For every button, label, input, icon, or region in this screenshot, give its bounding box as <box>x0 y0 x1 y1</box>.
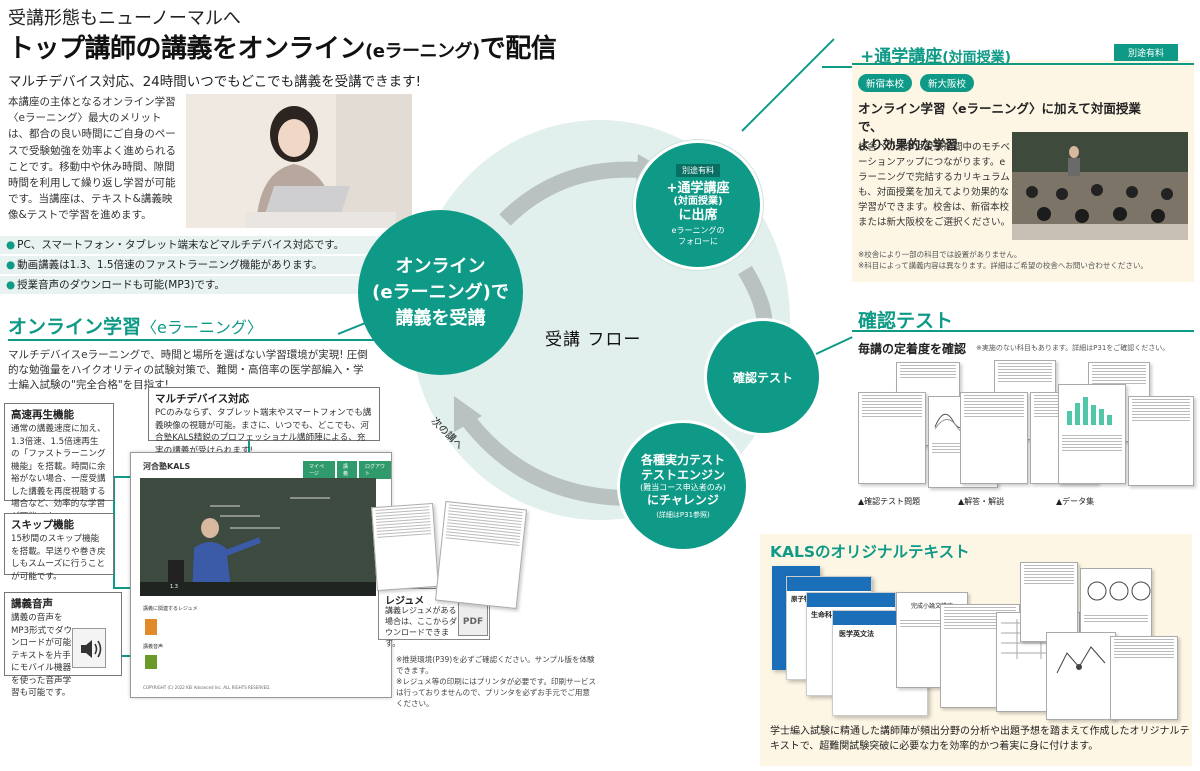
class-body: 校舎への通学は受験期間中のモチベーションアップにつながります。eラーニングで完結… <box>858 142 1011 228</box>
campus-tag-shinjuku: 新宿本校 <box>858 74 913 92</box>
flow-label: 受講 フロー <box>545 330 642 350</box>
connector-line <box>113 476 143 478</box>
section-divider <box>852 63 1194 65</box>
test-heading: 毎講の定着度を確認 <box>858 342 967 356</box>
connector-line <box>815 336 853 355</box>
speed-value[interactable]: 1.3 <box>170 584 178 590</box>
page-subtitle: 受講形態もニューノーマルへ <box>8 8 241 29</box>
feature-bullets: ●PC、スマートフォン・タブレット端末などマルチデバイス対応です。 ●動画講義は… <box>0 236 410 296</box>
connector-line <box>822 66 854 68</box>
screen-copyright: COPYRIGHT (C) 2022 KEI Advanced Inc. ALL… <box>143 685 271 690</box>
connector-line <box>113 476 115 588</box>
text-document <box>1110 636 1178 720</box>
online-description: マルチデバイスeラーニングで、時間と場所を選ばない学習環境が実現! 圧倒的な勉強… <box>8 349 368 391</box>
connector-line <box>741 38 835 132</box>
flow-node-online: オンライン (eラーニング)で 講義を受講 <box>358 210 523 375</box>
feature-speed: 高速再生機能 通常の講義速度に加え、1.3倍速、1.5倍速再生の「ファストラーニ… <box>4 403 114 522</box>
campus-tags: 新宿本校 新大阪校 <box>858 74 975 92</box>
page-title: トップ講師の講義をオンライン(eラーニング)で配信 <box>8 34 557 64</box>
pdf-download-icon[interactable] <box>145 619 157 635</box>
section-divider <box>852 330 1194 332</box>
test-document <box>858 392 926 484</box>
connector-line <box>337 321 367 335</box>
lecture-video-player[interactable]: 1.3 <box>140 478 376 596</box>
text-panel-title: KALSのオリジナルテキスト <box>770 543 970 561</box>
data-caption: ▲データ集 <box>1056 497 1095 506</box>
feature-audio: 講義音声 講義の音声をMP3形式でダウンロードが可能!テキストを片手にモバイル機… <box>4 592 122 698</box>
section-divider <box>8 339 408 341</box>
resume-label: 講義に関連するレジュメ <box>143 606 198 612</box>
flow-node-class: 別途有料 +通学講座 (対面授業) に出席 eラーニングの フォローに <box>633 140 763 270</box>
screen-tabs: マイページ 講義 ログアウト <box>303 461 391 479</box>
text-document <box>1020 562 1078 642</box>
bullet-item: ●動画講義は1.3、1.5倍速のファストラーニング機能があります。 <box>0 256 410 274</box>
bullet-item: ●授業音声のダウンロードも可能(MP3)です。 <box>0 276 410 294</box>
tab-mypage[interactable]: マイページ <box>303 461 335 479</box>
tab-lecture[interactable]: 講義 <box>336 461 357 479</box>
test-title: 確認テスト <box>858 310 954 332</box>
text-document <box>1046 632 1116 720</box>
audio-label: 講義音声 <box>143 644 164 650</box>
class-notes: ※校舎により一部の科目では設置がありません。 ※科目によって講義内容は異なります… <box>858 250 1148 270</box>
woman-laptop-photo <box>186 94 412 228</box>
intro-text: 本講座の主体となるオンライン学習〈eラーニング〉最大のメリットは、都合の良い時間… <box>8 96 176 222</box>
feature-multidevice: マルチデバイス対応 PCのみならず、タブレット端末やスマートフォンでも講義映像の… <box>148 387 380 456</box>
tagline: マルチデバイス対応、24時間いつでもどこでも講義を受講できます! <box>8 74 422 90</box>
bullet-item: ●PC、スマートフォン・タブレット端末などマルチデバイス対応です。 <box>0 236 410 254</box>
data-document <box>1128 396 1194 486</box>
online-section-title: オンライン学習〈eラーニング〉 <box>8 316 263 338</box>
campus-tag-shinosaka: 新大阪校 <box>920 74 975 92</box>
flow-node-exam: 各種実力テスト テストエンジン (難当コース申込者のみ) にチャレンジ (詳細は… <box>617 420 749 552</box>
classroom-photo <box>1012 132 1188 240</box>
test-caption: ▲確認テスト問題 <box>858 497 921 506</box>
screen-logo: 河合塾KALS <box>143 462 191 471</box>
text-panel-description: 学士編入試験に精通した講師陣が頻出分野の分析や出題予想を踏まえて作成したオリジナ… <box>770 726 1190 752</box>
data-document <box>1058 384 1126 484</box>
tab-logout[interactable]: ログアウト <box>358 461 391 479</box>
mid-footnotes: ※推奨環境(P39)を必ずご確認ください。サンプル版を体験できます。 ※レジュメ… <box>396 655 597 708</box>
flow-node-test: 確認テスト <box>704 318 822 436</box>
answer-caption: ▲解答・解説 <box>958 497 1005 506</box>
speaker-icon <box>72 628 106 668</box>
audio-download-icon[interactable] <box>145 655 157 669</box>
feature-skip: スキップ機能 15秒間のスキップ機能を搭載。早送りや巻き戻しもスムーズに行うこと… <box>4 513 114 582</box>
class-heading: オンライン学習〈eラーニング〉に加えて対面授業で、 より効果的な学習 <box>858 101 1141 152</box>
class-panel-title: +通学講座(対面授業) <box>860 47 1012 67</box>
answer-document <box>960 392 1028 484</box>
test-note: ※実施のない科目もあります。詳細はP31をご確認ください。 <box>976 344 1170 352</box>
extra-fee-badge: 別途有料 <box>1114 44 1179 61</box>
